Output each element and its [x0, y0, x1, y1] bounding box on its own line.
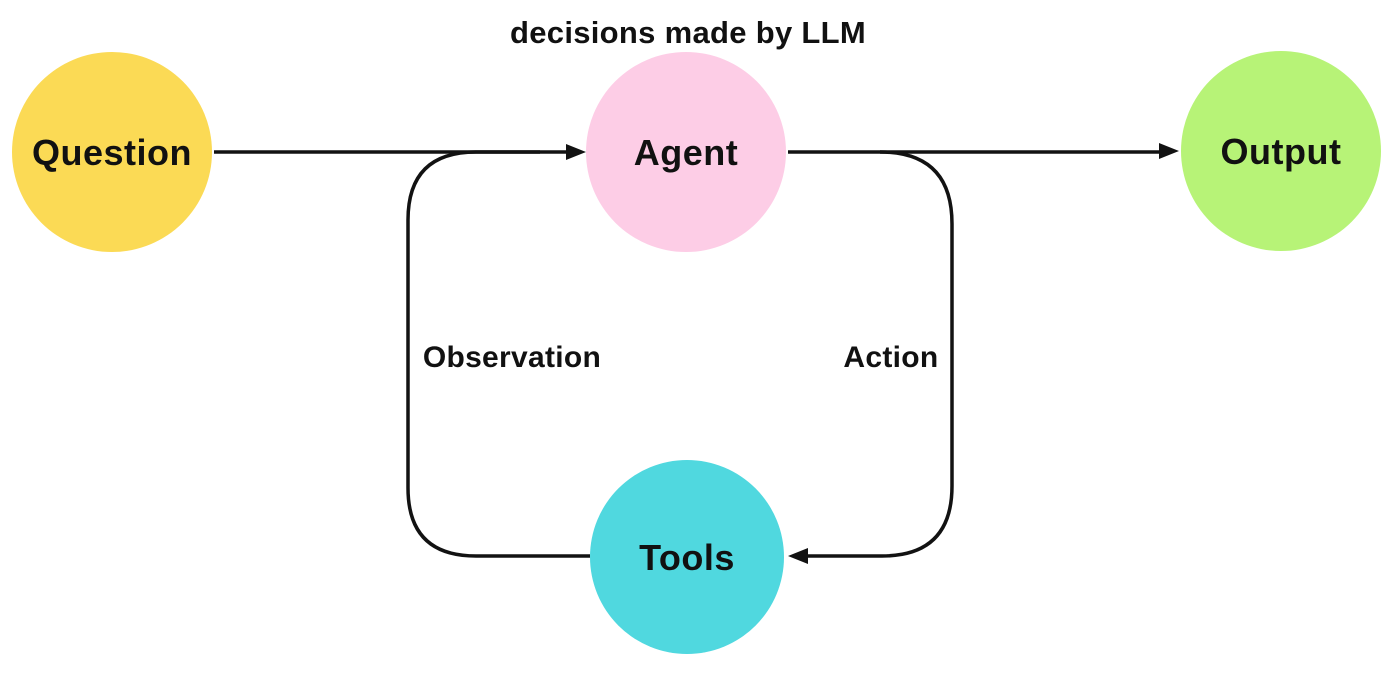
edge-agent-to-tools-line	[804, 150, 954, 558]
edge-label-observation: Observation	[423, 341, 601, 374]
edge-tools-to-agent-observation	[406, 150, 590, 558]
node-output-circle	[1181, 51, 1381, 251]
node-agent-circle	[586, 52, 786, 252]
node-agent: Agent	[586, 52, 786, 252]
arrowhead-into-agent	[566, 144, 586, 160]
edge-agent-to-output	[788, 143, 1179, 159]
node-question-label: Question	[32, 132, 192, 173]
node-output: Output	[1181, 51, 1381, 251]
node-tools-circle	[590, 460, 784, 654]
arrowhead-into-output	[1159, 143, 1179, 159]
node-tools-label: Tools	[639, 537, 735, 578]
node-agent-label: Agent	[634, 132, 739, 173]
node-tools: Tools	[590, 460, 784, 654]
node-question-circle	[12, 52, 212, 252]
arrowhead-into-tools	[788, 548, 808, 564]
node-output-label: Output	[1221, 131, 1342, 172]
node-question: Question	[12, 52, 212, 252]
caption-decisions-made-by-llm: decisions made by LLM	[510, 15, 866, 50]
edge-agent-to-tools-action	[788, 150, 954, 564]
edge-label-action: Action	[843, 341, 938, 374]
